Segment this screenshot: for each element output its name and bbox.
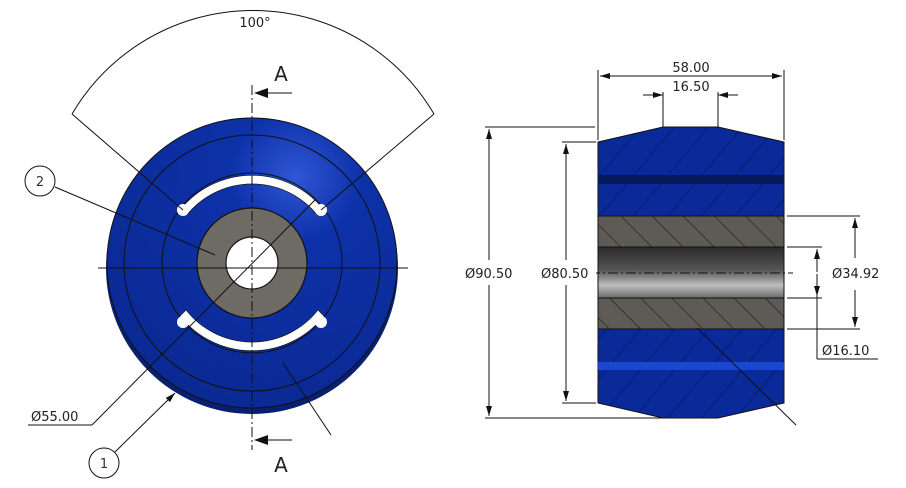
tire-groove-bottom xyxy=(598,362,784,370)
balloon-2 xyxy=(24,165,56,197)
slot-pitch-ring xyxy=(161,172,343,354)
angle-arc xyxy=(71,10,435,115)
rim-text-bg xyxy=(540,262,596,282)
bottom-slot xyxy=(179,309,325,351)
tire-groove-top xyxy=(598,175,784,184)
tire-section-bottom xyxy=(597,328,785,419)
diameter-dimension-55: Ø55.00 xyxy=(31,410,78,425)
balloon-2-label: 2 xyxy=(36,175,44,190)
balloon-1 xyxy=(88,447,120,479)
outer-diameter-dimension: Ø90.50 xyxy=(465,267,512,282)
balloon-2-leader xyxy=(54,186,216,256)
slot-leader xyxy=(282,362,332,436)
angle-dimension: 100° xyxy=(239,16,270,31)
tire-section-top xyxy=(597,126,785,217)
bottom-slot-right-end xyxy=(315,316,327,328)
angle-extension-right xyxy=(320,113,435,211)
rim-diameter-dimension: Ø80.50 xyxy=(541,267,588,282)
balloon-1-label: 1 xyxy=(100,457,108,472)
front-view: 100° A A Ø55.00 2 1 xyxy=(24,10,435,479)
section-label-bottom: A xyxy=(274,453,288,477)
hub-text-bg xyxy=(828,262,890,282)
bottom-slot-left-end xyxy=(177,316,189,328)
balloon-1-leader xyxy=(114,392,176,453)
angle-extension-left xyxy=(71,113,184,211)
hub-section-bottom xyxy=(597,297,785,330)
width-dimension: 58.00 xyxy=(672,61,709,76)
flat-dimension: 16.50 xyxy=(672,80,709,95)
hub-diameter-dimension: Ø34.92 xyxy=(832,267,879,282)
section-view: 58.00 16.50 Ø90.50 Ø80.50 Ø34.92 xyxy=(462,61,890,426)
od-text-bg xyxy=(462,262,520,282)
hub-section-top xyxy=(597,215,785,248)
section-arrow-top xyxy=(254,88,268,98)
diameter-leader xyxy=(91,199,316,426)
section-arrow-bottom xyxy=(254,435,268,445)
section-part-leader xyxy=(696,327,797,426)
bore-diameter-dimension: Ø16.10 xyxy=(822,344,869,359)
section-label-top: A xyxy=(274,62,288,86)
